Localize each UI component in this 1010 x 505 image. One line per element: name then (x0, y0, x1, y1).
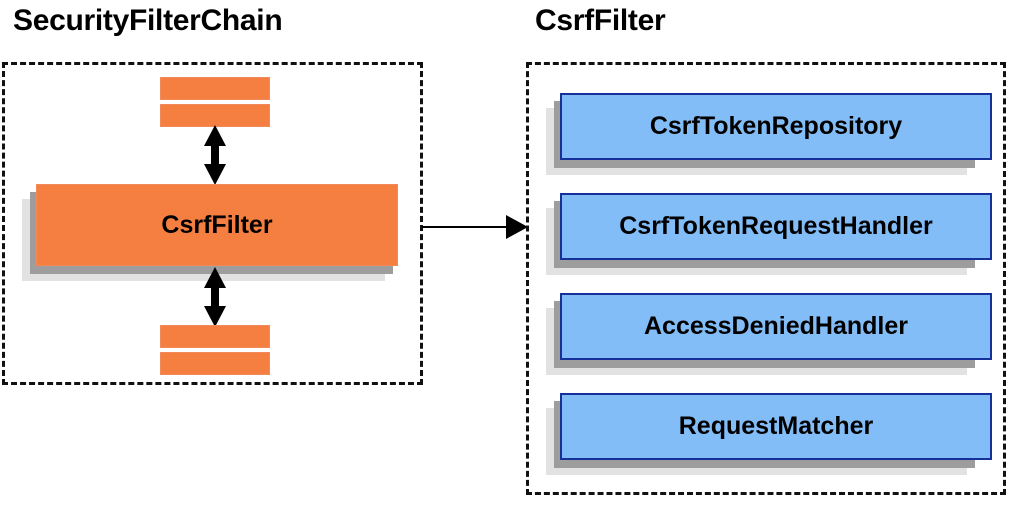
node-face: CsrfTokenRepository (560, 93, 992, 160)
filter-bar-top-1 (160, 77, 270, 100)
connector-arrow-to-csrffilter-detail (422, 213, 530, 241)
node-csrf-token-repository[interactable]: CsrfTokenRepository (546, 93, 992, 175)
node-face: CsrfTokenRequestHandler (560, 193, 992, 260)
left-panel-title: SecurityFilterChain (13, 4, 283, 37)
filter-bar-bottom-1 (160, 325, 270, 348)
node-label: RequestMatcher (678, 412, 874, 440)
node-face: AccessDeniedHandler (560, 293, 992, 360)
right-panel-title: CsrfFilter (535, 4, 666, 37)
arrow-top-bidirectional (200, 124, 230, 186)
node-face: CsrfFilter (36, 184, 398, 266)
arrow-bottom-bidirectional (200, 266, 230, 328)
node-label: CsrfFilter (161, 210, 273, 239)
node-label: AccessDeniedHandler (643, 312, 908, 340)
node-face: RequestMatcher (560, 393, 992, 460)
node-label: CsrfTokenRequestHandler (619, 212, 933, 240)
node-csrf-filter[interactable]: CsrfFilter (22, 184, 412, 281)
node-request-matcher[interactable]: RequestMatcher (546, 393, 992, 475)
node-csrf-token-request-handler[interactable]: CsrfTokenRequestHandler (546, 193, 992, 275)
security-filter-chain-container (2, 62, 423, 385)
node-access-denied-handler[interactable]: AccessDeniedHandler (546, 293, 992, 375)
node-label: CsrfTokenRepository (649, 112, 903, 140)
csrf-filter-collaborators-container (526, 62, 1006, 495)
filter-bar-bottom-2 (160, 352, 270, 375)
